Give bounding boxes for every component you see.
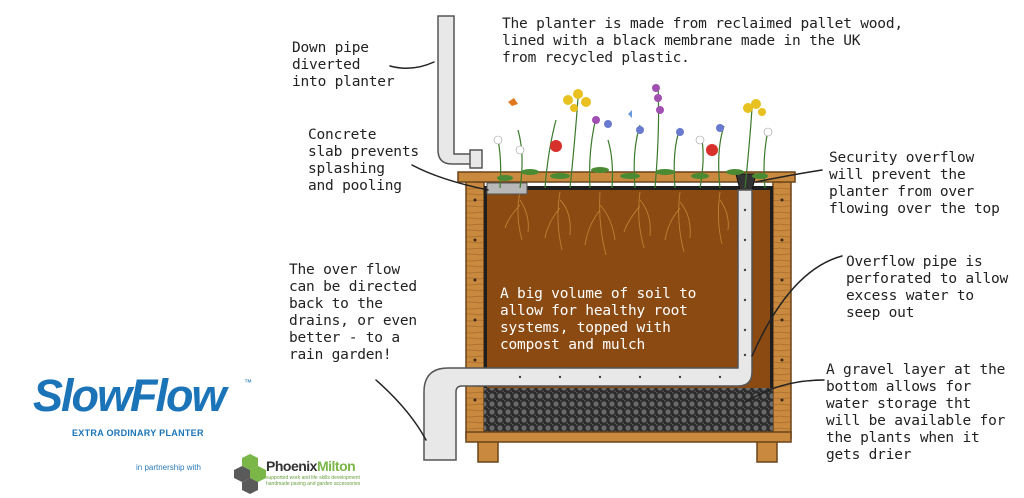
leader-overflow-pipe	[751, 255, 843, 357]
partnership-text: in partnership with	[136, 463, 201, 472]
logo-tagline: EXTRA ORDINARY PLANTER	[72, 428, 204, 438]
slowflow-logo: SlowFlow	[33, 370, 226, 421]
label-security-overflow: Security overflow will prevent the plant…	[829, 150, 1000, 217]
overflow-pipe-perforations	[518, 208, 747, 379]
roots	[504, 191, 729, 256]
partner-name-b: Milton	[316, 458, 356, 474]
phoenix-milton-logo-icon	[234, 454, 266, 494]
leader-down-pipe	[389, 61, 435, 69]
wildflower-planting	[493, 84, 773, 189]
leader-overflow-directed	[375, 379, 427, 441]
partner-tagline: supported work and life skills developme…	[266, 475, 361, 487]
gravel-layer	[484, 388, 773, 434]
label-gravel-layer: A gravel layer at the bottom allows for …	[826, 362, 1006, 463]
label-concrete-slab: Concrete slab prevents splashing and poo…	[308, 127, 419, 194]
trademark-symbol: ™	[244, 378, 252, 387]
partner-name-a: Phoenix	[266, 458, 317, 474]
down-pipe	[437, 15, 475, 165]
overflow-pipe	[423, 189, 753, 461]
wall-nails	[473, 198, 784, 402]
planter-base-board	[465, 431, 792, 443]
butterfly-icon	[508, 98, 518, 106]
concrete-slab	[486, 182, 528, 195]
label-planter-material: The planter is made from reclaimed palle…	[502, 16, 903, 66]
label-down-pipe: Down pipe diverted into planter	[292, 40, 395, 90]
leader-lines	[375, 61, 843, 441]
leader-gravel-layer	[745, 379, 825, 403]
soil-layer	[487, 190, 770, 388]
butterfly-icon-2	[628, 110, 632, 118]
label-overflow-pipe: Overflow pipe is perforated to allow exc…	[846, 254, 1009, 321]
leader-concrete-slab	[411, 164, 489, 191]
leader-security-overflow	[755, 169, 823, 183]
label-overflow-directed: The over flow can be directed back to th…	[289, 262, 417, 363]
down-pipe-outlet	[469, 149, 483, 169]
partner-name: PhoenixMilton	[266, 458, 356, 474]
label-soil-volume: A big volume of soil to allow for health…	[500, 286, 697, 353]
